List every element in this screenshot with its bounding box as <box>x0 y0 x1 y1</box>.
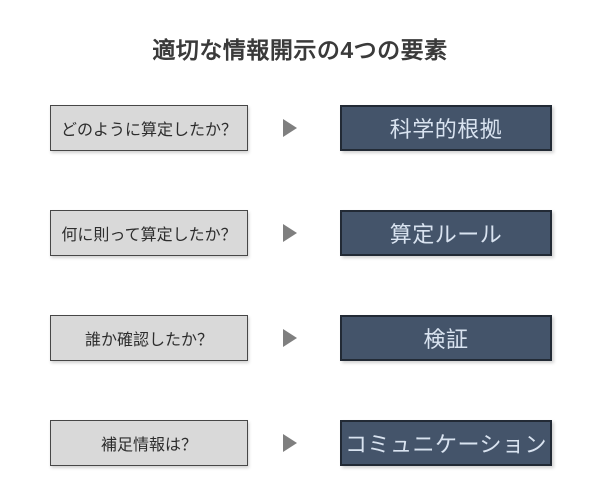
question-box-2: 何に則って算定したか？ <box>50 210 248 256</box>
arrow-right-icon <box>283 224 297 242</box>
arrow-right-icon <box>283 119 297 137</box>
answer-box-1: 科学的根拠 <box>340 105 552 151</box>
question-label-1: どのように算定したか？ <box>60 122 237 139</box>
answer-label-4: コミュニケーション <box>344 432 548 457</box>
answer-box-2: 算定ルール <box>340 210 552 256</box>
answer-label-3: 検証 <box>423 327 469 352</box>
question-box-3: 誰か確認したか？ <box>50 315 248 361</box>
question-label-3: 誰か確認したか？ <box>84 332 213 349</box>
question-label-2: 何に則って算定したか？ <box>61 227 237 244</box>
answer-box-4: コミュニケーション <box>340 420 552 466</box>
arrow-right-icon <box>283 329 297 347</box>
diagram-row-1: どのように算定したか？ 科学的根拠 <box>0 105 600 151</box>
answer-label-1: 科学的根拠 <box>389 117 503 142</box>
question-label-4: 補足情報は？ <box>100 437 197 454</box>
answer-label-2: 算定ルール <box>389 222 503 247</box>
arrow-right-icon <box>283 434 297 452</box>
diagram-row-4: 補足情報は？ コミュニケーション <box>0 420 600 466</box>
answer-box-3: 検証 <box>340 315 552 361</box>
diagram-row-2: 何に則って算定したか？ 算定ルール <box>0 210 600 256</box>
question-box-4: 補足情報は？ <box>50 420 248 466</box>
question-box-1: どのように算定したか？ <box>50 105 248 151</box>
diagram-row-3: 誰か確認したか？ 検証 <box>0 315 600 361</box>
diagram-title: 適切な情報開示の4つの要素 <box>152 37 448 63</box>
